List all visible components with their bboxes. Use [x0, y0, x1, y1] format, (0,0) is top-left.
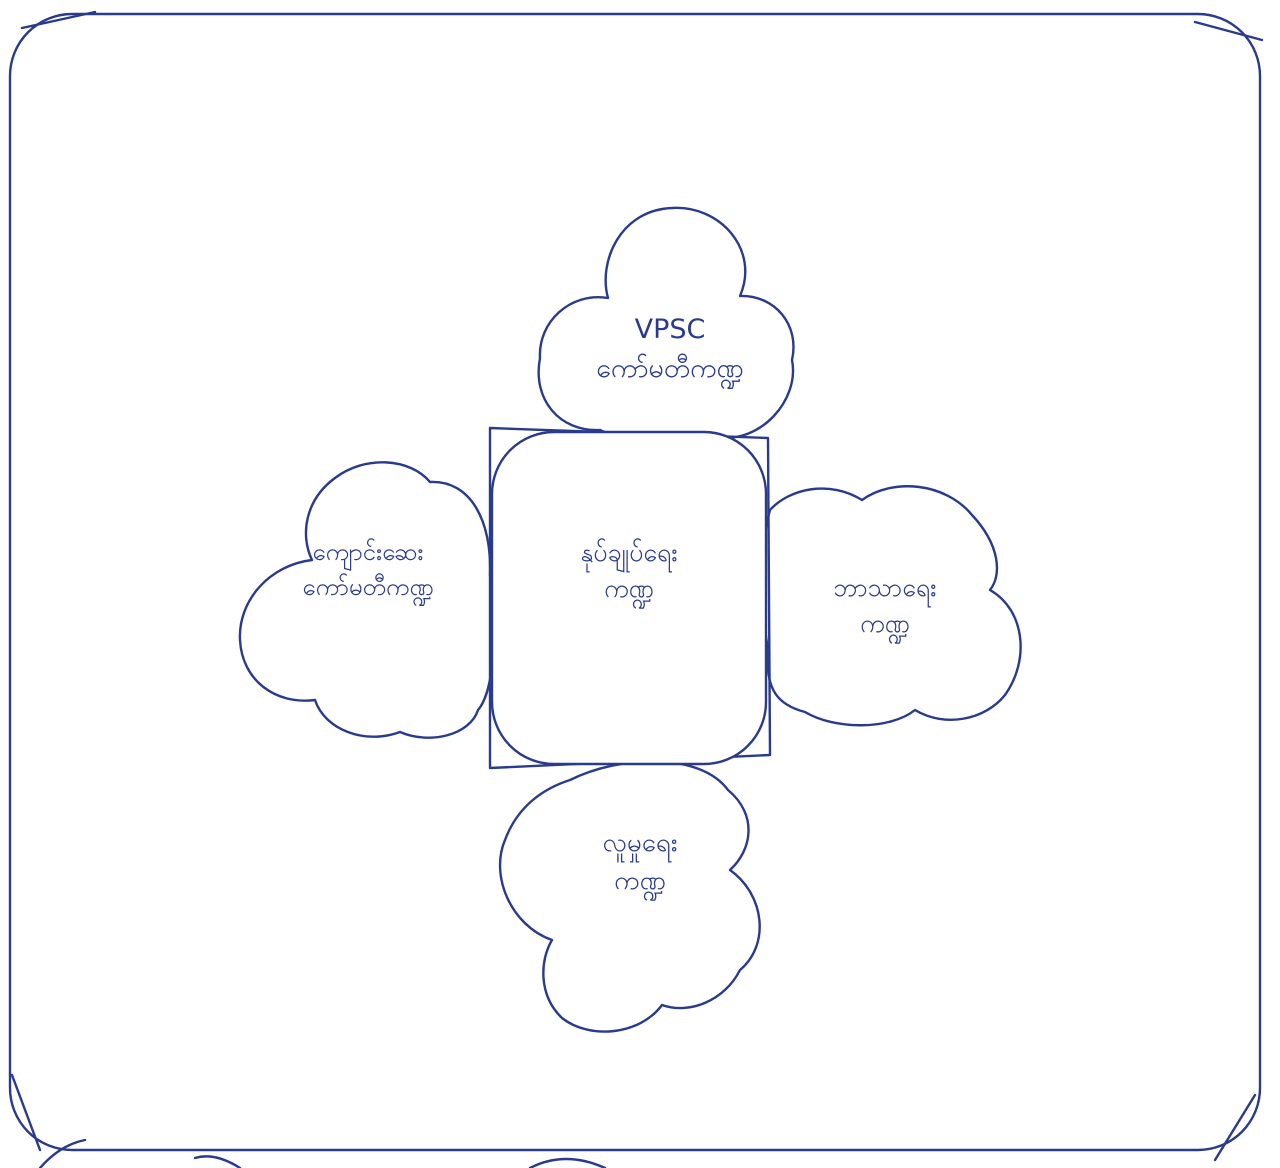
center-box-line2: ကဏ္ဍ: [604, 574, 654, 604]
left-cloud-line2: ကော်မတီကဏ္ဍ: [302, 572, 434, 601]
corner-mark-top-left: [20, 10, 97, 30]
bottom-edge-arc-mid: [193, 1155, 242, 1168]
bottom-edge-arc-left: [38, 1138, 87, 1168]
top-cloud-label: VPSC ကော်မတီကဏ္ဍ: [555, 310, 785, 388]
top-cloud-line2: ကော်မတီကဏ္ဍ: [596, 353, 744, 385]
top-cloud-line1: VPSC: [634, 314, 706, 345]
center-rounded-box: [490, 430, 768, 766]
outer-frame: [8, 12, 1262, 1152]
cloud-left: [238, 461, 496, 739]
bottom-cloud-line1: လူမှုရေး: [602, 828, 678, 858]
corner-mark-bottom-right: [1213, 1093, 1257, 1162]
left-cloud-line1: ကျောင်းဆေး: [312, 538, 424, 566]
bottom-cloud-label: လူမှုရေး ကဏ္ဍ: [540, 825, 740, 900]
corner-mark-bottom-left: [10, 1073, 42, 1152]
cloud-top: [537, 206, 795, 444]
left-cloud-label: ကျောင်းဆေး ကော်မတီကဏ္ဍ: [248, 535, 488, 605]
corner-mark-top-right: [1193, 20, 1264, 42]
right-cloud-line2: ကဏ္ဍ: [860, 609, 910, 639]
right-cloud-line1: ဘာသာရေး: [833, 573, 937, 602]
cloud-bottom: [498, 760, 761, 1033]
bottom-cloud-line2: ကဏ္ဍ: [614, 865, 666, 896]
right-cloud-label: ဘာသာရေး ကဏ္ဍ: [780, 570, 990, 643]
center-box-label: နုပ်ချုပ်ရေး ကဏ္ဍ: [500, 535, 758, 608]
bottom-edge-arc-center: [528, 1157, 607, 1168]
center-box-line1: နုပ်ချုပ်ရေး: [580, 538, 678, 567]
